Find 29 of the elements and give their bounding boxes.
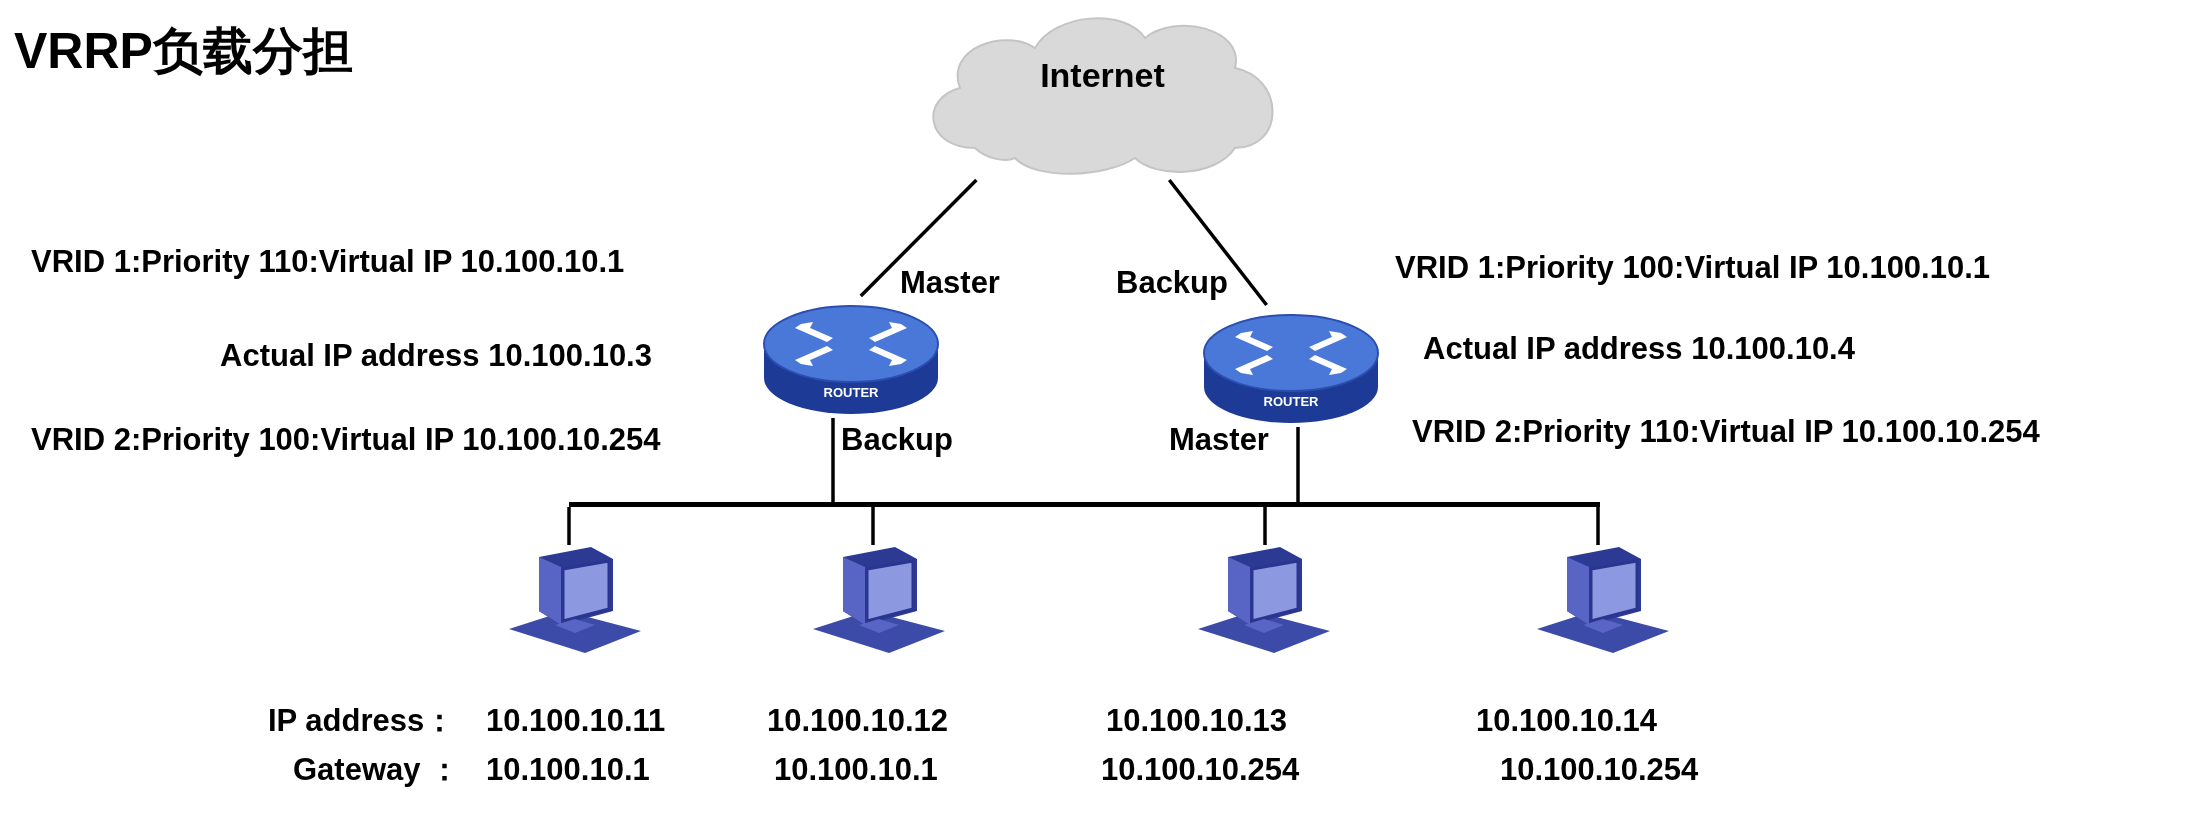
connector-line <box>1263 507 1267 545</box>
address-text: Gateway ： <box>293 753 461 787</box>
connector-line <box>831 418 835 502</box>
router-config-text: Actual IP address 10.100.10.4 <box>1423 332 1855 366</box>
connector-line <box>871 507 875 545</box>
address-text: IP address： <box>268 704 456 738</box>
device-label: ROUTER <box>1262 393 1320 410</box>
connector-line <box>1167 178 1268 307</box>
connector-line <box>1596 507 1600 545</box>
cloud-label: Internet <box>1039 56 1166 94</box>
address-text: 10.100.10.254 <box>1101 753 1300 787</box>
address-text: 10.100.10.254 <box>1500 753 1699 787</box>
connector-line <box>859 178 978 298</box>
address-text: 10.100.10.13 <box>1106 704 1287 738</box>
router-config-text: VRID 1:Priority 110:Virtual IP 10.100.10.1 <box>31 245 625 279</box>
address-text: 10.100.10.12 <box>767 704 948 738</box>
address-text: 10.100.10.14 <box>1476 704 1657 738</box>
address-text: 10.100.10.1 <box>486 753 650 787</box>
router-config-text: VRID 2:Priority 110:Virtual IP 10.100.10.254 <box>1412 415 2040 449</box>
diagram-title: VRRP负载分担 <box>14 24 353 78</box>
device-label: ROUTER <box>822 384 880 401</box>
connector-line <box>567 507 571 545</box>
network-bus <box>569 502 1600 507</box>
connector-line <box>1296 427 1300 502</box>
router-config-text: VRID 2:Priority 100:Virtual IP 10.100.10.254 <box>31 423 661 457</box>
router-config-text: VRID 1:Priority 100:Virtual IP 10.100.10.1 <box>1395 251 1991 285</box>
router-config-text: Actual IP address 10.100.10.3 <box>220 339 652 373</box>
address-text: 10.100.10.1 <box>774 753 938 787</box>
address-text: 10.100.10.11 <box>486 704 666 738</box>
